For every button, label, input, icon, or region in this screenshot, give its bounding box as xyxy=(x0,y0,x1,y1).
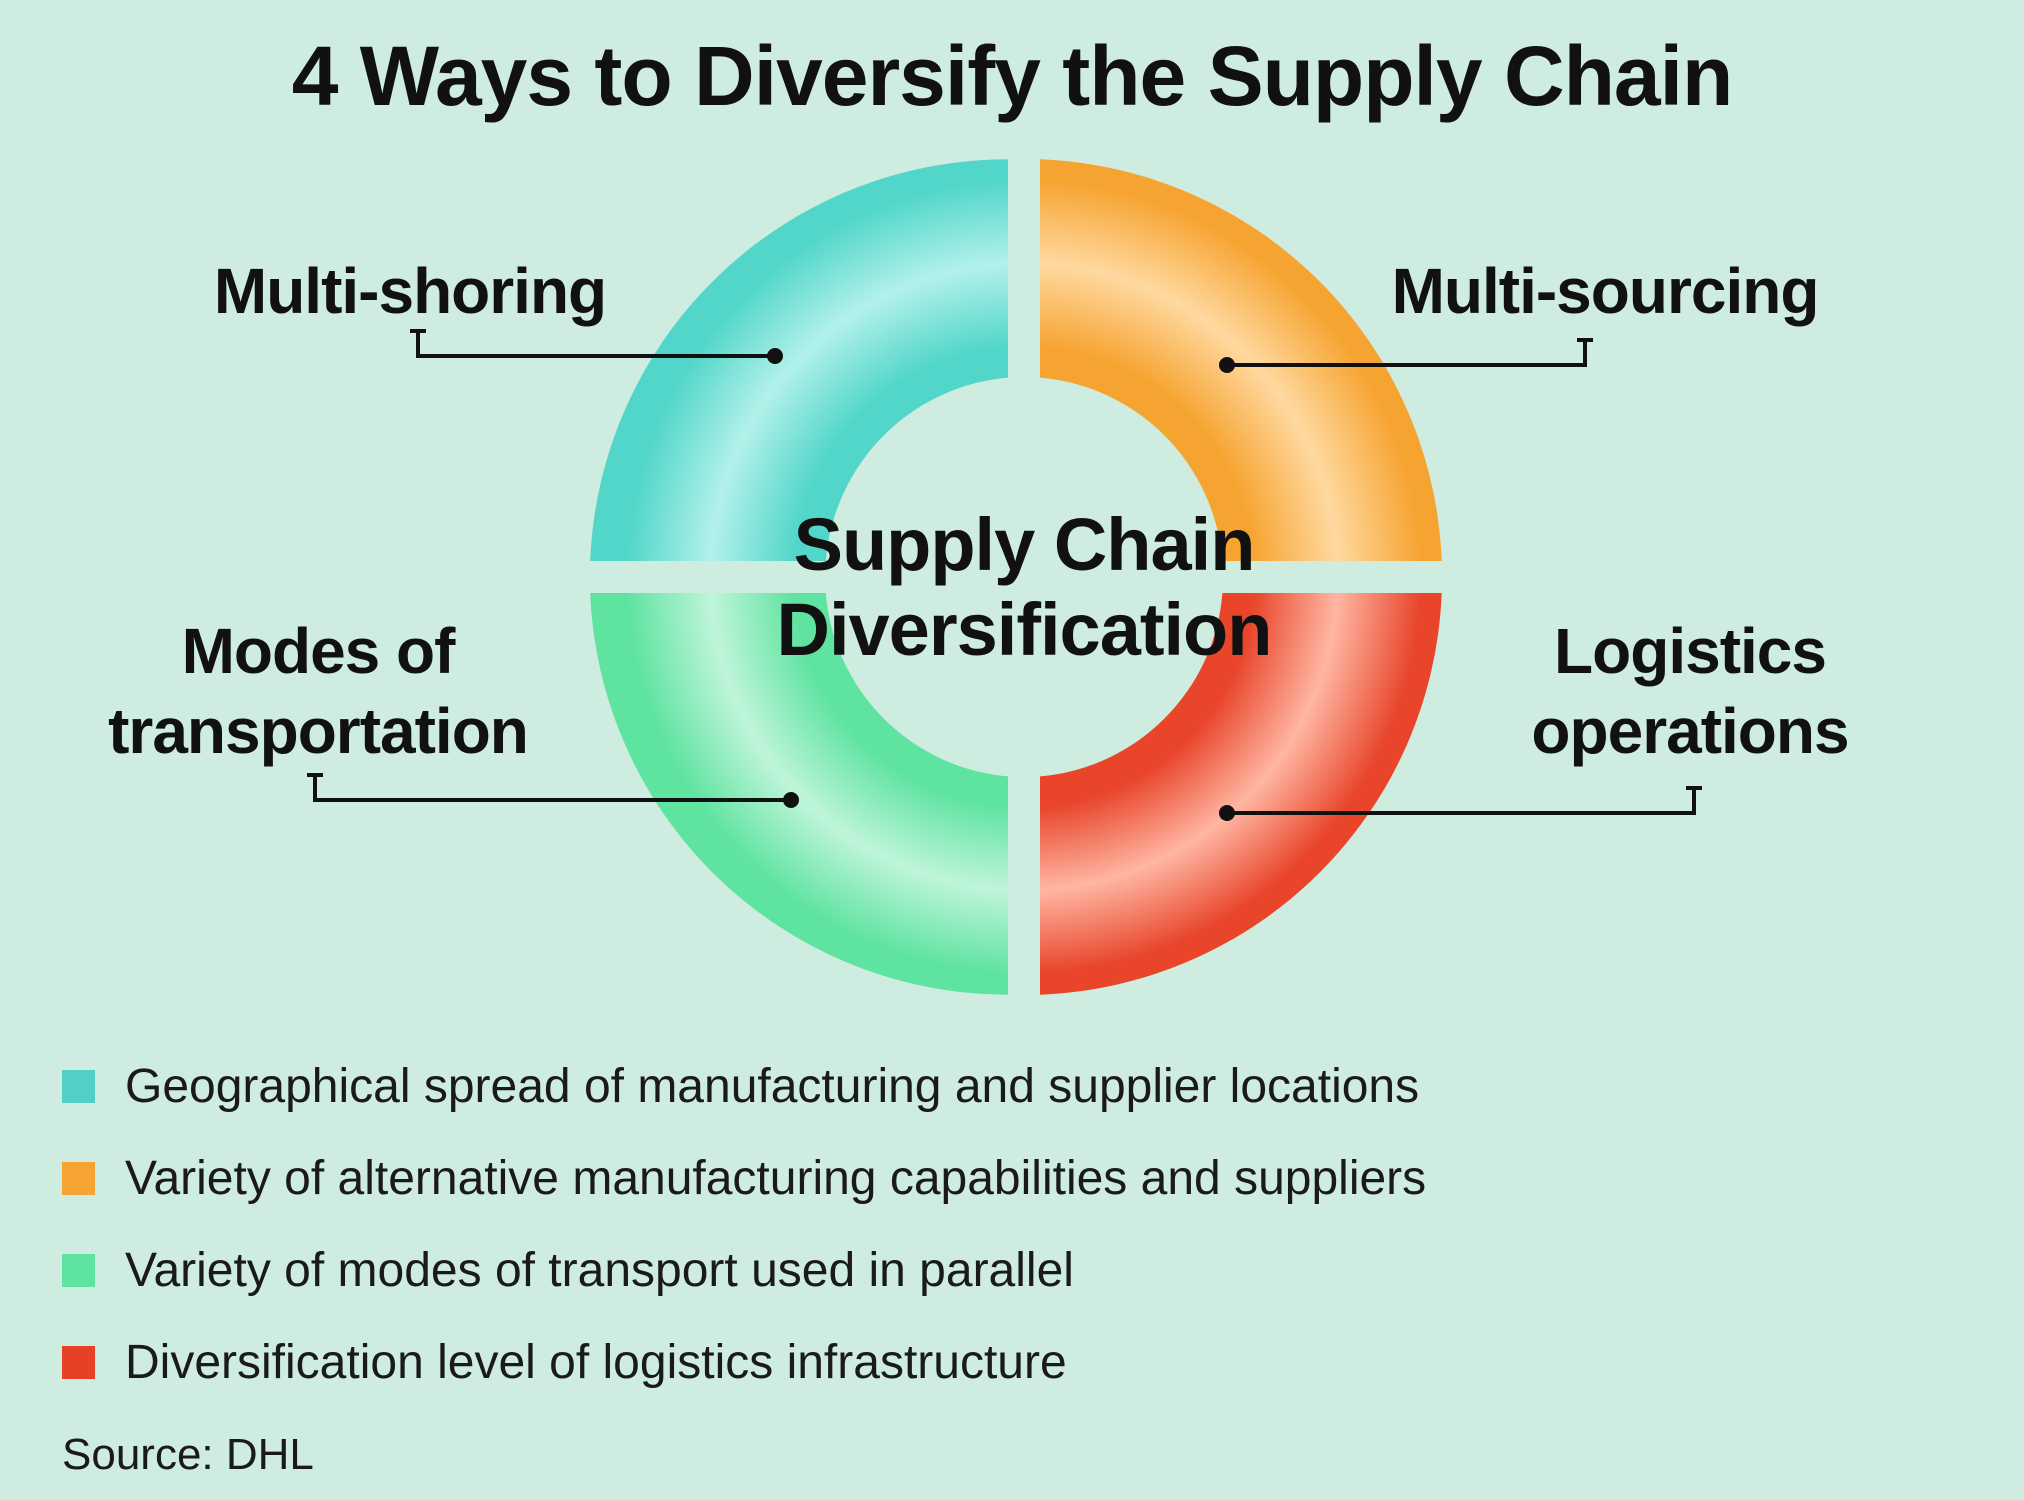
legend-text: Variety of alternative manufacturing cap… xyxy=(125,1151,1427,1205)
label-modes-of-transportation-line1: Modes of xyxy=(182,615,457,687)
connector-modes-of-transportation xyxy=(313,775,791,802)
ring-segment-multi-shoring xyxy=(590,159,1008,562)
legend-item: Geographical spread of manufacturing and… xyxy=(62,1040,1962,1132)
legend-item: Variety of modes of transport used in pa… xyxy=(62,1224,1962,1316)
connector-multi-sourcing xyxy=(1227,340,1587,367)
source-note: Source: DHL xyxy=(62,1430,314,1479)
legend-swatch xyxy=(62,1345,95,1379)
center-label-line1: Supply Chain xyxy=(794,503,1255,586)
connector-dot xyxy=(1219,357,1235,373)
legend-swatch xyxy=(62,1069,95,1103)
legend-item: Variety of alternative manufacturing cap… xyxy=(62,1132,1962,1224)
center-label-line2: Diversification xyxy=(777,588,1272,671)
connector-dot xyxy=(1219,805,1235,821)
label-modes-of-transportation-line2: transportation xyxy=(108,695,528,767)
label-logistics-operations-line1: Logistics xyxy=(1554,615,1826,687)
legend-item: Diversification level of logistics infra… xyxy=(62,1316,1962,1408)
connector-dot xyxy=(783,792,799,808)
legend: Geographical spread of manufacturing and… xyxy=(62,1040,1962,1408)
legend-text: Variety of modes of transport used in pa… xyxy=(125,1243,1074,1297)
legend-swatch xyxy=(62,1253,95,1287)
ring-segment-modes-of-transportation xyxy=(590,593,1008,995)
connector-multi-shoring xyxy=(416,331,775,358)
legend-text: Diversification level of logistics infra… xyxy=(125,1335,1067,1389)
legend-swatch xyxy=(62,1161,95,1195)
label-multi-sourcing: Multi-sourcing xyxy=(1392,255,1819,327)
ring-segment-multi-sourcing xyxy=(1040,159,1442,562)
connector-dot xyxy=(767,348,783,364)
ring-segment-logistics-operations xyxy=(1040,593,1442,995)
connector-logistics-operations xyxy=(1227,788,1696,815)
page-title: 4 Ways to Diversify the Supply Chain xyxy=(291,29,1734,123)
label-multi-shoring: Multi-shoring xyxy=(214,255,606,327)
legend-text: Geographical spread of manufacturing and… xyxy=(125,1059,1420,1113)
label-logistics-operations-line2: operations xyxy=(1531,695,1848,767)
